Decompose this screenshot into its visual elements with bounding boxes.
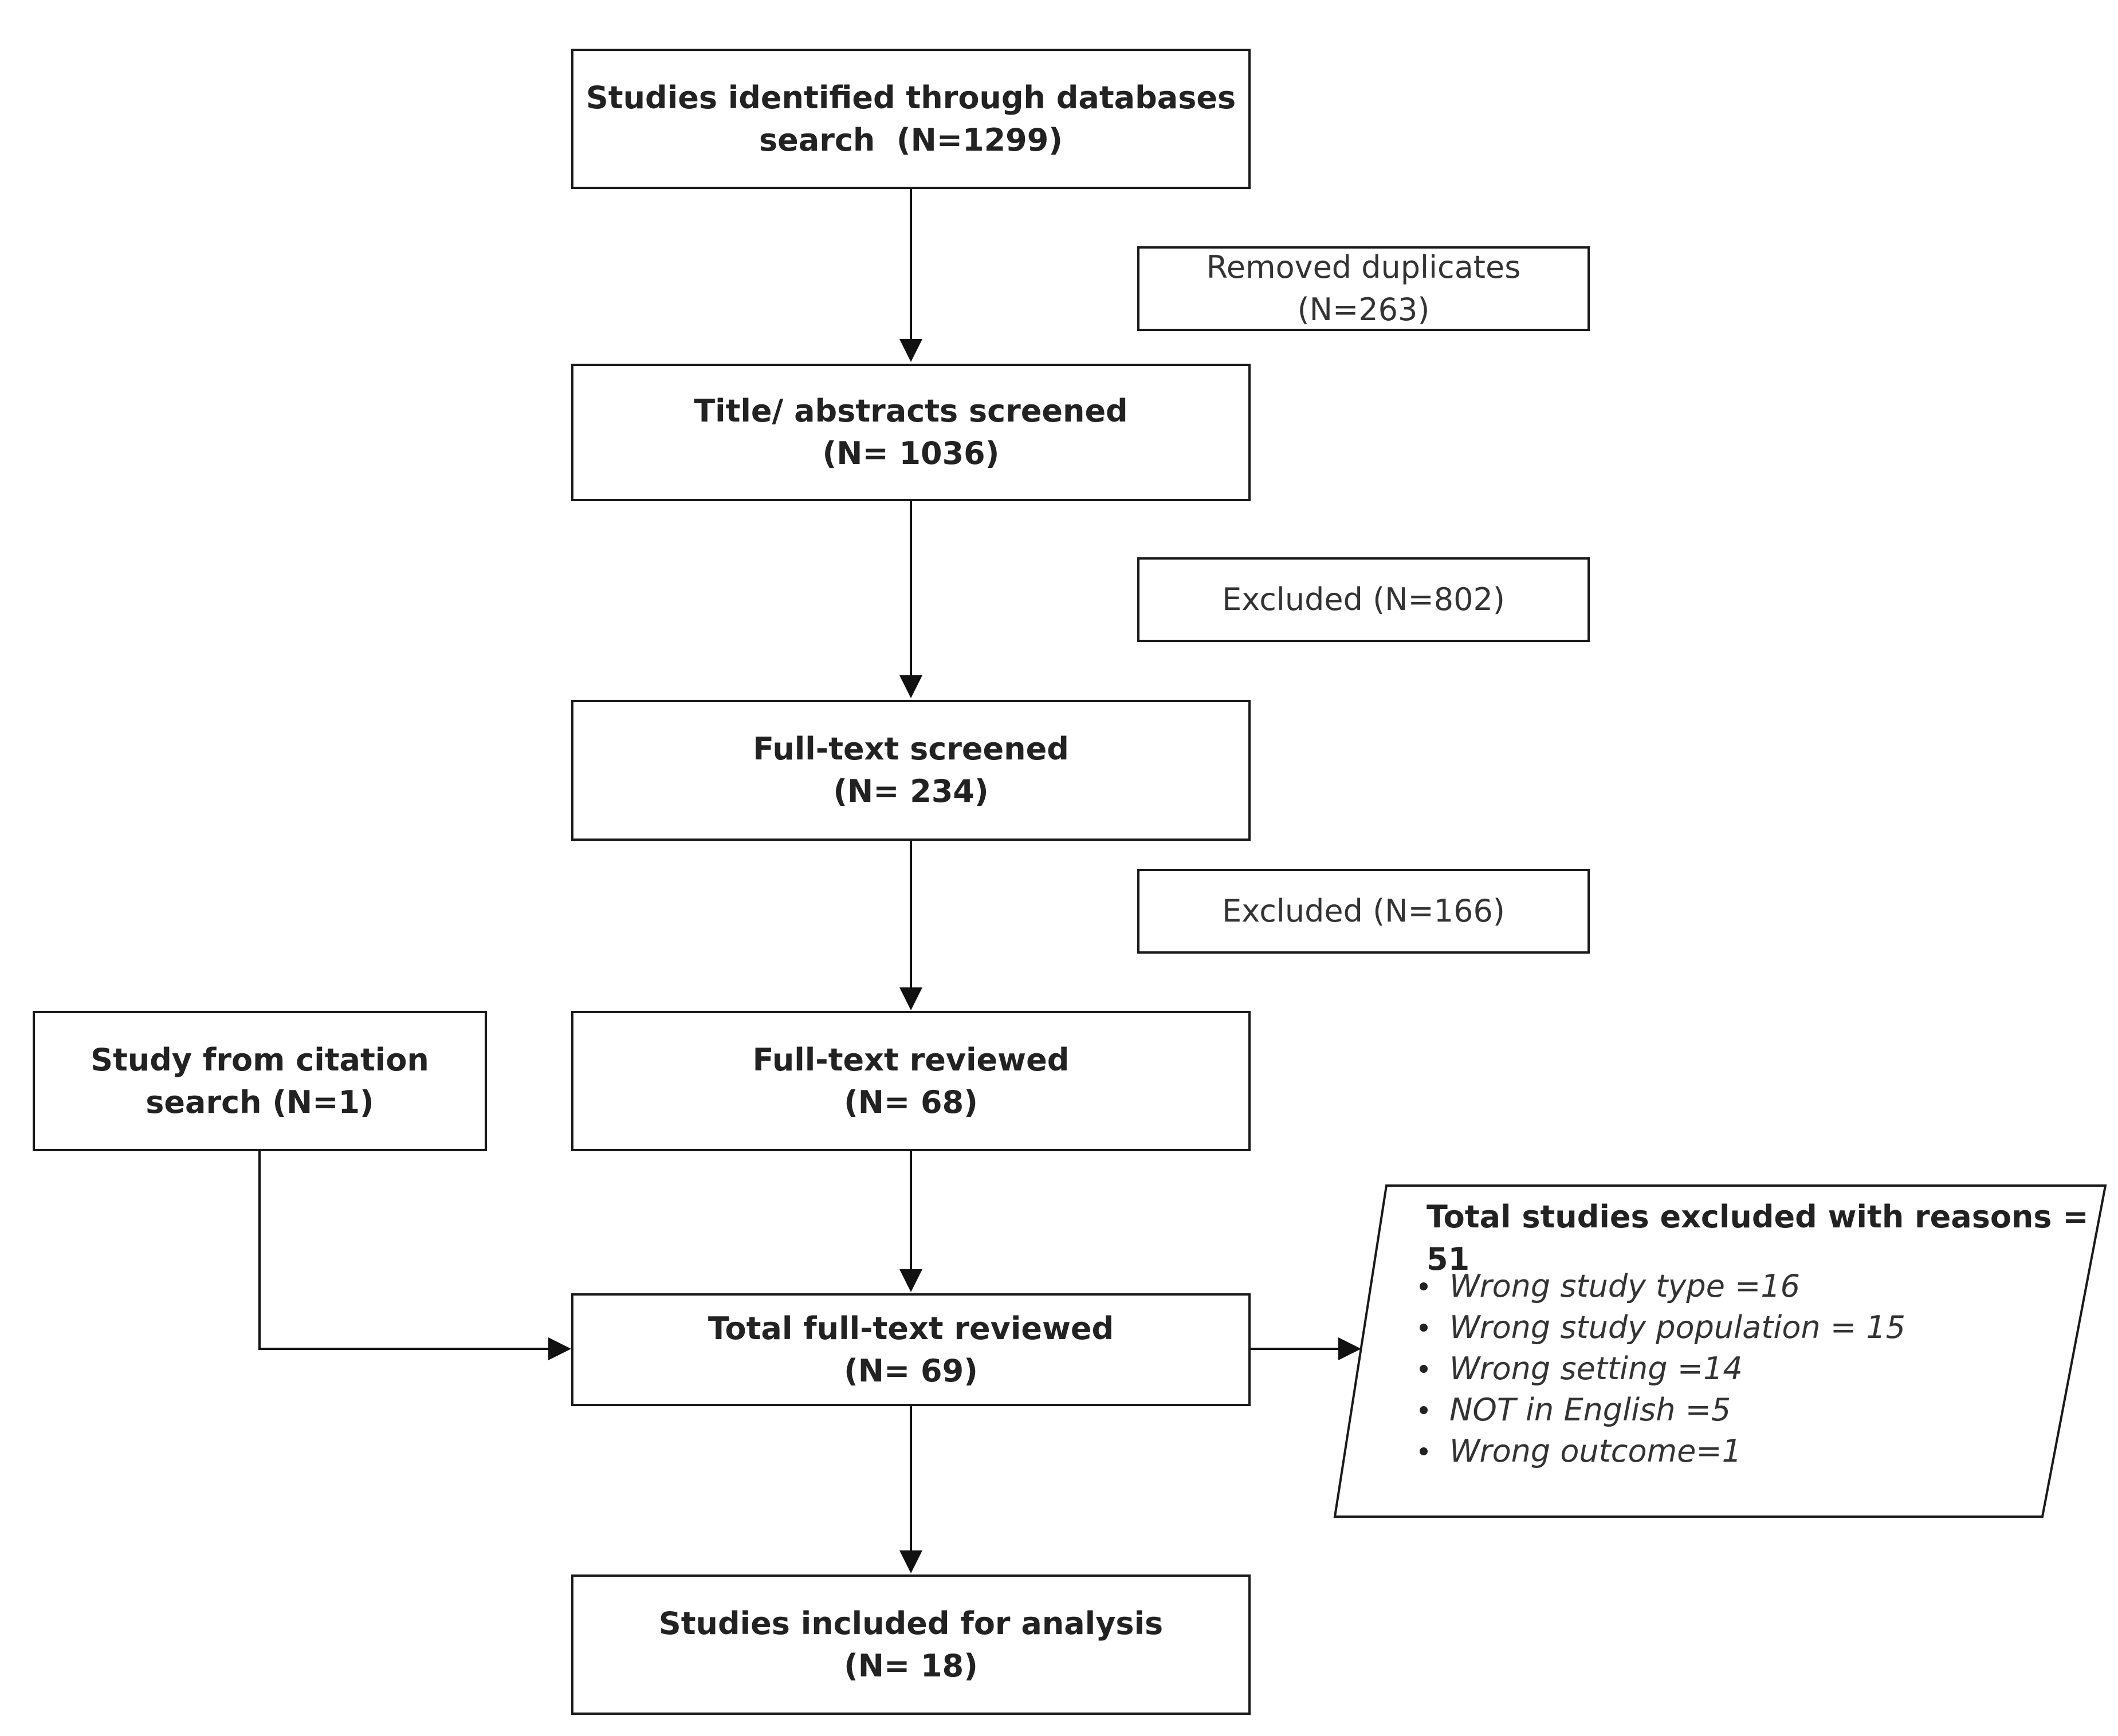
citation-search-line1: Study from citation xyxy=(91,1041,429,1078)
studies-identified-box: Studies identified through databases sea… xyxy=(571,49,1251,189)
full-text-reviewed-box: Full-text reviewed (N= 68) xyxy=(571,1011,1251,1151)
arrow-citation-to-total xyxy=(258,1151,571,1360)
bullet-icon xyxy=(1420,1447,1428,1455)
exclusion-reasons-title: Total studies excluded with reasons = 51 xyxy=(1427,1199,2089,1277)
full-text-reviewed-line2: (N= 68) xyxy=(844,1084,978,1120)
full-text-screened-box: Full-text screened (N= 234) xyxy=(571,700,1251,841)
excluded-802-box: Excluded (N=802) xyxy=(1137,557,1590,642)
exclusion-reasons-parallelogram xyxy=(1333,1184,2107,1518)
exclusion-reason-item: Wrong study type =16 xyxy=(1415,1266,1905,1307)
total-full-text-reviewed-box: Total full-text reviewed (N= 69) xyxy=(571,1293,1251,1406)
excluded-166-box: Excluded (N=166) xyxy=(1137,869,1590,954)
total-full-text-reviewed-line2: (N= 69) xyxy=(844,1352,978,1389)
exclusion-reason-text: Wrong study population = 15 xyxy=(1449,1309,1905,1345)
exclusion-reason-text: Wrong setting =14 xyxy=(1449,1351,1743,1387)
exclusion-reason-text: NOT in English =5 xyxy=(1449,1392,1731,1428)
title-abstracts-screened-box: Title/ abstracts screened (N= 1036) xyxy=(571,364,1251,501)
removed-duplicates-line2: (N=263) xyxy=(1297,292,1430,328)
studies-included-line1: Studies included for analysis xyxy=(658,1605,1164,1641)
total-full-text-reviewed-line1: Total full-text reviewed xyxy=(708,1310,1114,1347)
removed-duplicates-box: Removed duplicates (N=263) xyxy=(1137,246,1590,331)
exclusion-reason-item: Wrong outcome=1 xyxy=(1415,1431,1905,1472)
citation-search-box: Study from citation search (N=1) xyxy=(33,1011,487,1151)
studies-identified-line1: Studies identified through databases xyxy=(586,79,1236,116)
bullet-icon xyxy=(1420,1282,1428,1290)
exclusion-reason-item: Wrong study population = 15 xyxy=(1415,1307,1905,1348)
bullet-icon xyxy=(1420,1324,1428,1332)
excluded-166-label: Excluded (N=166) xyxy=(1222,893,1505,929)
studies-included-box: Studies included for analysis (N= 18) xyxy=(571,1574,1251,1715)
full-text-screened-line1: Full-text screened xyxy=(753,731,1069,767)
title-abstracts-screened-line1: Title/ abstracts screened xyxy=(694,393,1128,429)
full-text-screened-line2: (N= 234) xyxy=(833,773,989,809)
title-abstracts-screened-line2: (N= 1036) xyxy=(822,435,1000,471)
exclusion-reason-text: Wrong study type =16 xyxy=(1449,1268,1801,1304)
bullet-icon xyxy=(1420,1406,1428,1414)
removed-duplicates-line1: Removed duplicates xyxy=(1206,249,1521,285)
exclusion-reason-item: Wrong setting =14 xyxy=(1415,1348,1905,1389)
full-text-reviewed-line1: Full-text reviewed xyxy=(752,1041,1070,1078)
citation-search-line2: search (N=1) xyxy=(146,1084,374,1120)
exclusion-reason-text: Wrong outcome=1 xyxy=(1449,1433,1742,1469)
studies-identified-line2: search (N=1299) xyxy=(759,121,1063,158)
studies-included-line2: (N= 18) xyxy=(844,1647,978,1684)
excluded-802-label: Excluded (N=802) xyxy=(1222,581,1505,617)
exclusion-reason-item: NOT in English =5 xyxy=(1415,1389,1905,1431)
exclusion-reasons-list: Wrong study type =16 Wrong study populat… xyxy=(1415,1266,1905,1472)
bullet-icon xyxy=(1420,1365,1428,1373)
